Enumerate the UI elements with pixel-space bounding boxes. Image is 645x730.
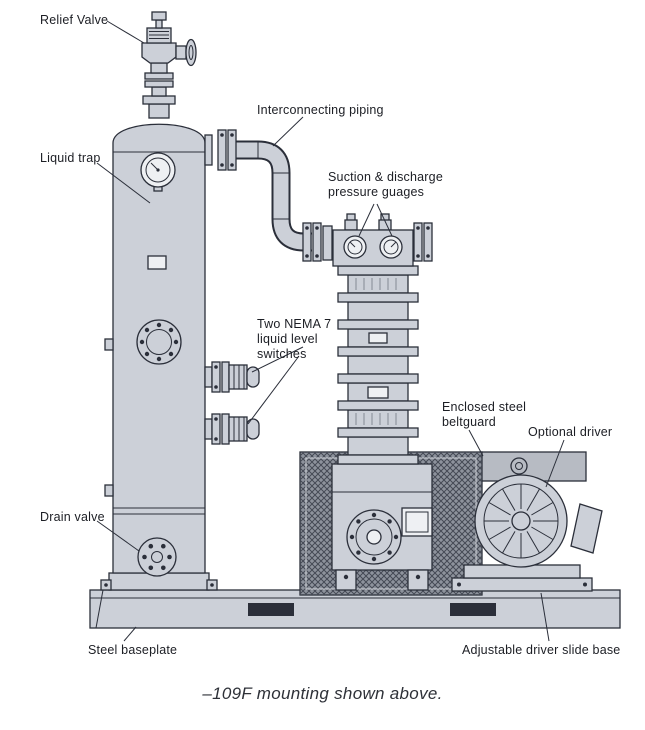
crankcase-cover: [346, 509, 402, 565]
label-line: beltguard: [442, 415, 496, 429]
vessel-pressure-gauge: [140, 152, 176, 192]
label-line: switches: [257, 347, 307, 361]
figure-caption: –109F mounting shown above.: [202, 684, 443, 703]
label-beltguard: Enclosed steel beltguard: [442, 400, 526, 430]
baseplate-slot: [248, 603, 294, 616]
relief-valve-body: [141, 42, 177, 64]
label-interconnecting-piping: Interconnecting piping: [257, 103, 384, 117]
motor-fan-grille: [483, 483, 559, 559]
steel-baseplate: [89, 589, 621, 629]
label-drain-valve: Drain valve: [40, 510, 105, 524]
compressor-cylinder-stack: [337, 265, 419, 465]
label-steel-baseplate: Steel baseplate: [88, 643, 178, 657]
label-liquid-trap: Liquid trap: [40, 151, 101, 165]
baseplate-slot: [450, 603, 496, 616]
driver-motor: [451, 474, 603, 592]
label-relief-valve: Relief Valve: [40, 13, 109, 27]
discharge-pressure-gauge: [379, 235, 403, 259]
interconnecting-piping: [204, 129, 322, 262]
label-line: pressure guages: [328, 185, 425, 199]
leader-lines: [96, 20, 565, 642]
relief-valve-outlet-flange: [185, 38, 197, 67]
motor-shaft-guard: [570, 503, 603, 554]
label-nema-switches: Two NEMA 7 liquid level switches: [257, 317, 331, 362]
label-line: Two NEMA 7: [257, 317, 332, 331]
label-slide-base: Adjustable driver slide base: [462, 643, 621, 657]
level-switch-lower: [204, 413, 260, 445]
liquid-trap-vessel: [100, 95, 218, 591]
label-line: Suction & discharge: [328, 170, 443, 184]
nema-liquid-level-switches: [204, 361, 260, 445]
level-switch-upper: [204, 361, 260, 393]
beltguard-eye: [510, 457, 528, 475]
drain-valve: [137, 537, 177, 577]
label-pressure-gauges: Suction & discharge pressure guages: [328, 170, 443, 200]
label-line: liquid level: [257, 332, 318, 346]
label-optional-driver: Optional driver: [528, 425, 613, 439]
label-line: Enclosed steel: [442, 400, 527, 414]
compressor-manifold: [322, 213, 433, 267]
driver-slide-base: [451, 577, 593, 592]
vessel-manway-flange: [136, 319, 182, 365]
suction-pressure-gauge: [343, 235, 367, 259]
vessel-sight-glass: [147, 255, 167, 270]
compressor: [322, 213, 433, 591]
relief-valve: [141, 11, 197, 97]
